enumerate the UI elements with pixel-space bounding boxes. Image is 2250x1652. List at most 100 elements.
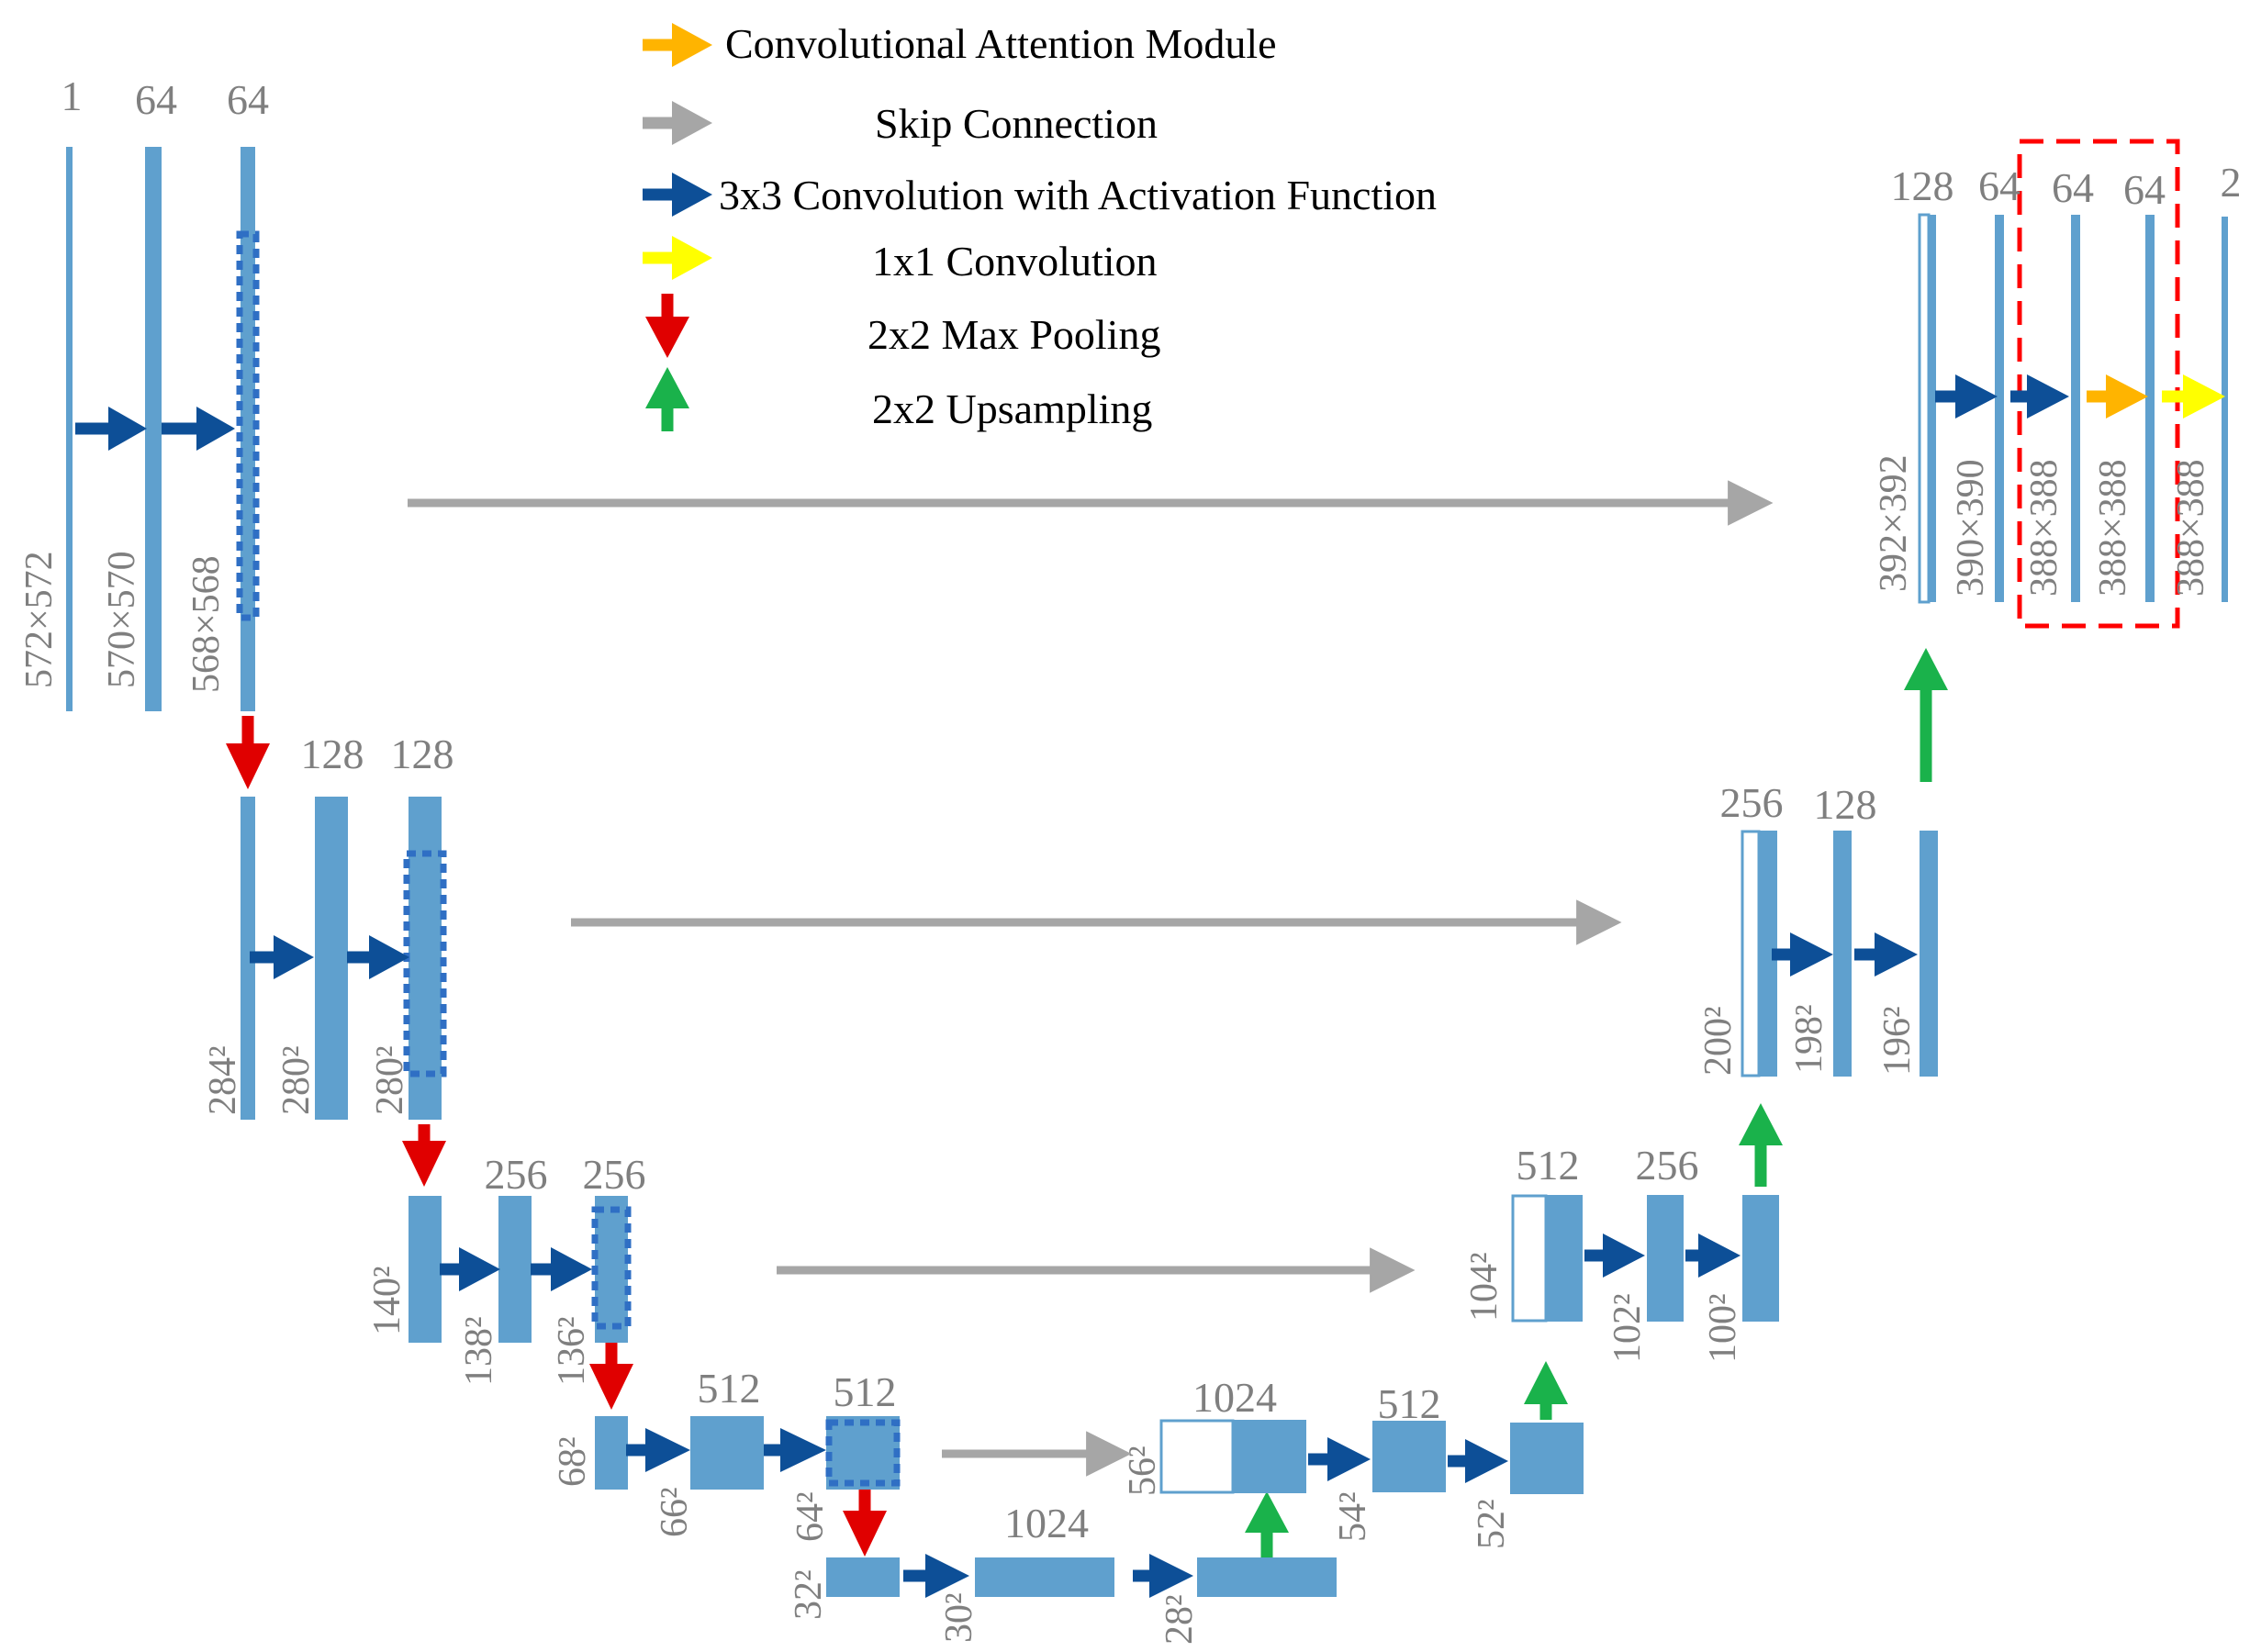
feature-map — [826, 1416, 900, 1490]
channel-label: 128 — [1814, 781, 1877, 828]
channel-label: 64 — [2052, 164, 2094, 211]
conv3x3-arrow-icon — [440, 1247, 500, 1291]
size-label: 140² — [366, 1266, 409, 1335]
feature-map — [2071, 215, 2080, 602]
channel-label: 128 — [1891, 162, 1954, 209]
concat-map — [1511, 1194, 1548, 1323]
channel-label: 128 — [301, 731, 364, 777]
size-label: 568×568 — [185, 555, 228, 693]
conv3x3-arrow-icon — [626, 1428, 690, 1472]
conv1x1-arrow-icon — [2162, 374, 2225, 419]
size-label: 56² — [1122, 1446, 1164, 1496]
encoder-level-1: 1 64 64 572×572 570×570 568×568 — [18, 73, 270, 789]
size-label: 138² — [458, 1316, 500, 1386]
feature-map — [1929, 215, 1936, 602]
size-label: 284² — [202, 1045, 244, 1115]
decoder-level-3: 512 256 104² 102² 100² — [1463, 1103, 1783, 1363]
size-label: 64² — [789, 1491, 832, 1542]
channel-label: 1024 — [1192, 1374, 1277, 1421]
feature-map — [1995, 215, 2004, 602]
legend-conv1x1-label: 1x1 Convolution — [872, 238, 1158, 285]
conv3x3-arrow-icon — [1854, 932, 1918, 977]
conv3x3-arrow-icon — [531, 1247, 592, 1291]
feature-map — [241, 797, 255, 1120]
channel-label: 256 — [485, 1151, 548, 1198]
conv3x3-arrow-icon — [250, 935, 314, 979]
conv3x3-arrow-icon — [1308, 1437, 1371, 1481]
size-label: 102² — [1606, 1293, 1649, 1363]
feature-map — [1372, 1421, 1446, 1492]
crop-outline — [236, 230, 260, 621]
feature-map — [1920, 831, 1938, 1077]
concat-map — [1741, 830, 1761, 1077]
size-label: 280² — [275, 1045, 318, 1115]
feature-map — [66, 147, 73, 711]
channel-label: 128 — [391, 731, 454, 777]
size-label: 572×572 — [18, 551, 61, 688]
feature-map — [595, 1196, 628, 1343]
maxpool-arrow-icon — [226, 716, 270, 789]
maxpool-arrow-icon — [843, 1490, 887, 1557]
decoder-level-2: 256 128 200² 198² 196² — [1697, 648, 1948, 1077]
legend-attention-arrow-icon — [643, 23, 712, 67]
channel-label: 512 — [1517, 1142, 1580, 1189]
conv3x3-arrow-icon — [2010, 374, 2069, 419]
size-label: 136² — [551, 1316, 593, 1386]
channel-label: 64 — [1978, 162, 2021, 209]
legend: Convolutional Attention Module Skip Conn… — [643, 20, 1437, 432]
conv3x3-arrow-icon — [1584, 1233, 1645, 1278]
feature-map — [241, 147, 255, 711]
legend-conv1x1-arrow-icon — [643, 236, 712, 280]
attention-arrow-icon — [2087, 374, 2148, 419]
skip-connections — [408, 480, 1774, 1477]
upsample-arrow-icon — [1524, 1361, 1568, 1420]
conv3x3-arrow-icon — [764, 1428, 826, 1472]
crop-outline — [403, 850, 447, 1077]
feature-map — [315, 797, 348, 1120]
channel-label: 64 — [135, 76, 177, 123]
encoder-level-2: 128 128 284² 280² 280² — [202, 731, 454, 1187]
feature-map — [1759, 831, 1777, 1077]
legend-attention-label: Convolutional Attention Module — [725, 20, 1277, 67]
legend-maxpool-arrow-icon — [645, 294, 689, 358]
upsample-arrow-icon — [1245, 1491, 1289, 1557]
size-label: 100² — [1702, 1293, 1744, 1363]
feature-map — [1510, 1423, 1584, 1494]
feature-map — [975, 1557, 1114, 1597]
size-label: 54² — [1332, 1491, 1374, 1542]
channel-label: 1 — [62, 73, 83, 119]
size-label: 52² — [1471, 1499, 1513, 1549]
conv3x3-arrow-icon — [1772, 932, 1833, 977]
size-label: 104² — [1463, 1252, 1506, 1322]
feature-map — [2145, 215, 2155, 602]
channel-label: 2 — [2221, 159, 2242, 206]
legend-skip-label: Skip Connection — [875, 100, 1158, 147]
channel-label: 256 — [583, 1151, 646, 1198]
channel-label: 512 — [834, 1368, 897, 1415]
size-label: 390×390 — [1950, 459, 1992, 597]
encoder-level-3: 256 256 140² 138² 136² — [366, 1151, 646, 1410]
maxpool-arrow-icon — [402, 1124, 446, 1187]
encoder-level-4: 512 512 68² 66² 64² — [552, 1365, 901, 1557]
size-label: 388×388 — [2023, 459, 2065, 597]
feature-map — [409, 1196, 442, 1343]
size-label: 32² — [788, 1569, 830, 1620]
feature-map — [1546, 1195, 1583, 1322]
feature-map — [690, 1416, 764, 1490]
size-label: 200² — [1697, 1006, 1740, 1076]
channel-label: 256 — [1720, 779, 1784, 826]
size-label: 66² — [654, 1487, 696, 1537]
size-label: 196² — [1876, 1006, 1919, 1076]
decoder-level-1: 128 64 64 64 2 392×392 390×390 388×388 3… — [1873, 139, 2242, 629]
upsample-arrow-icon — [1739, 1103, 1783, 1187]
attention-highlight-box — [2017, 139, 2180, 629]
size-label: 28² — [1159, 1594, 1201, 1645]
channel-label: 64 — [227, 76, 269, 123]
channel-label: 1024 — [1004, 1500, 1089, 1546]
feature-map — [595, 1416, 628, 1490]
legend-conv3x3-arrow-icon — [643, 173, 712, 217]
conv3x3-arrow-icon — [1935, 374, 1998, 419]
size-label: 30² — [938, 1592, 980, 1643]
concat-map — [1918, 213, 1931, 604]
